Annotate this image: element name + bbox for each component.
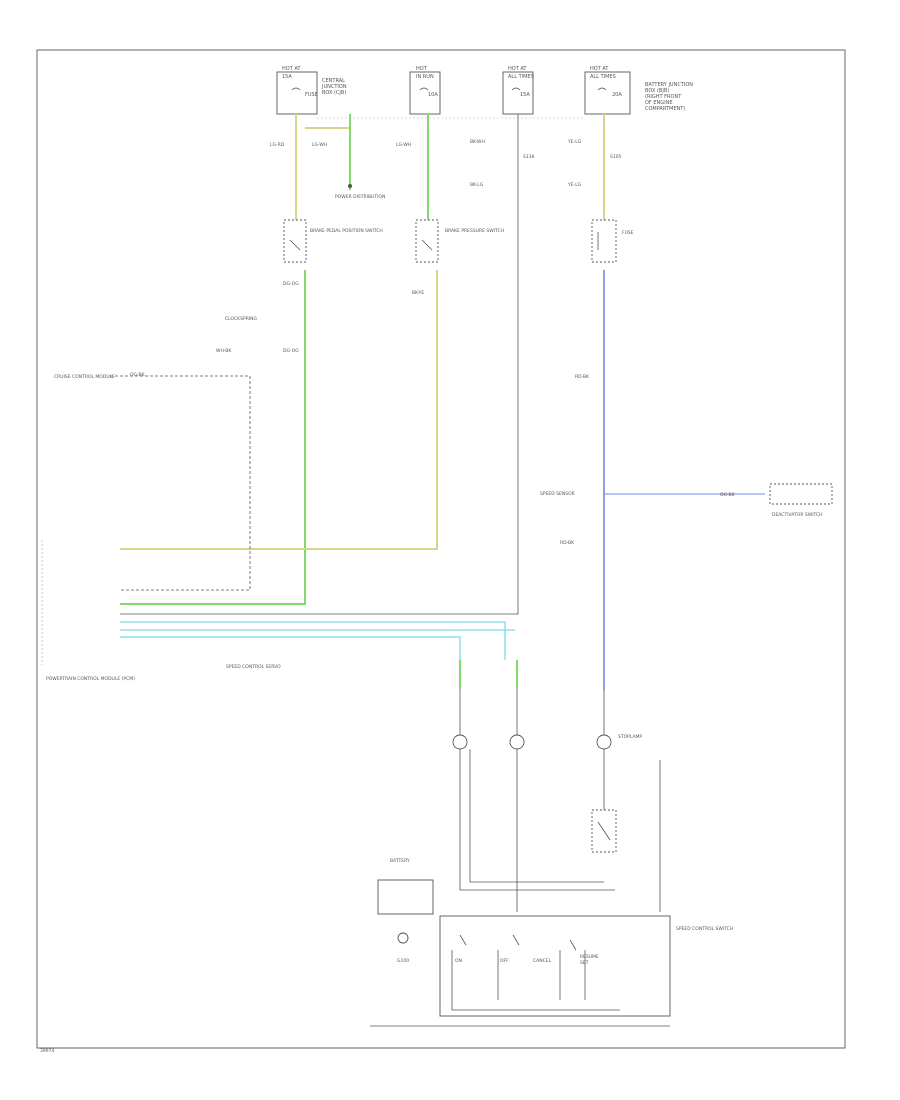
wire-cyan-1 — [120, 621, 506, 660]
connector-2 — [509, 690, 525, 912]
switch-resume-label: RESUME — [580, 954, 599, 960]
wire-label-wh-bk: WH-BK — [216, 348, 232, 354]
wire-label-rd-bk-2: RD-BK — [560, 540, 575, 546]
fuse-box-1-label-a: HOT AT — [282, 66, 301, 72]
wire-grey-1 — [120, 114, 519, 615]
fuse-box-4: HOT AT ALL TIMES 20A BATTERY JUNCTION BO… — [584, 66, 693, 115]
cruise-control-module-label: CRUISE CONTROL MODULE — [54, 374, 115, 380]
lower-relay — [591, 809, 617, 853]
brake-switch-1: BRAKE PEDAL POSITION SWITCH — [283, 219, 383, 263]
fuse-box-1: HOT AT 15A FUSE CENTRAL JUNCTION BOX (CJ… — [276, 66, 347, 115]
fuse-box-3-label-a: HOT AT — [508, 66, 527, 72]
wire-yellow-2 — [120, 270, 438, 550]
splice-label-2: S105 — [610, 154, 622, 160]
wire-label-dg-og-2: DG-OG — [283, 348, 299, 354]
wire-label-dg-og: DG-OG — [283, 281, 299, 287]
clockspring-label: CLOCKSPRING — [225, 316, 258, 322]
wire-label-lg-wh: LG-WH — [312, 142, 327, 148]
wire-label-ye-lg: YE-LG — [567, 139, 582, 145]
wire-label-rd-bk: RD-BK — [575, 374, 590, 380]
speed-sensor-label: SPEED SENSOR — [540, 491, 575, 497]
connector-3: STOPLAMP — [596, 690, 642, 810]
wire-label-bk-ye: BK-YE — [412, 290, 424, 296]
pcm-label: POWERTRAIN CONTROL MODULE (PCM) — [46, 676, 135, 682]
fuse-box-4-label-e: BOX (BJB) — [645, 88, 669, 94]
fuse-box-4-label-c: 20A — [612, 92, 622, 98]
connector-1 — [452, 690, 615, 891]
fuse-box-1-label-c: FUSE — [305, 92, 318, 98]
fuse-box-3-label-b: ALL TIMES — [508, 74, 534, 80]
fuse-relay-4-label: FUSE — [622, 230, 634, 236]
fuse-box-4-label-d: BATTERY JUNCTION — [645, 82, 693, 88]
wire-label-og-bk-2: OG-BK — [720, 492, 736, 498]
switch-on-label: ON — [455, 958, 462, 964]
switch-cancel-label: CANCEL — [533, 958, 552, 964]
fuse-box-3-label-c: 15A — [520, 92, 530, 98]
fuse-box-4-label-g: OF ENGINE — [645, 100, 673, 106]
wire-green-3 — [120, 270, 306, 605]
brake-switch-2-label: BRAKE PRESSURE SWITCH — [445, 228, 504, 234]
splice-label-1: S136 — [523, 154, 535, 160]
fuse-box-4-label-f: (RIGHT FRONT — [645, 94, 682, 100]
wire-label-ye-lg-2: YE-LG — [567, 182, 582, 188]
speed-control-switch-label: SPEED CONTROL SWITCH — [676, 926, 733, 932]
wire-cyan-3 — [120, 636, 461, 660]
servo-label: SPEED CONTROL SERVO — [226, 664, 281, 670]
fuse-box-2-label-c: 10A — [428, 92, 438, 98]
fuse-box-1-label-e: JUNCTION — [321, 84, 347, 90]
wire-label-lg-wh-2: LG-WH — [396, 142, 411, 148]
fuse-relay-4: FUSE — [591, 219, 634, 263]
fuse-box-4-label-h: COMPARTMENT) — [645, 106, 685, 112]
fuse-box-2-label-a: HOT — [416, 66, 428, 72]
diagram-frame — [36, 49, 846, 1049]
wire-grey-2 — [110, 375, 251, 591]
footer-code: 39974 — [40, 1048, 54, 1054]
fuse-box-4-label-b: ALL TIMES — [590, 74, 616, 80]
stoplamp-label: STOPLAMP — [618, 734, 642, 740]
fuse-box-2: HOT IN RUN 10A — [409, 66, 441, 115]
fuse-box-1-label-d: CENTRAL — [322, 78, 345, 84]
speed-control-switch: BATTERY G100 ON OFF CANCEL RESUME SET SP… — [370, 858, 733, 1027]
wire-label-bk-lg: BK-LG — [470, 182, 484, 188]
ground-label-1: G100 — [397, 958, 409, 964]
power-distribution-label: POWER DISTRIBUTION — [335, 194, 385, 200]
switch-set-label: SET — [580, 960, 589, 966]
wire-label-bk-wh: BK-WH — [470, 139, 485, 145]
fuse-box-4-label-a: HOT AT — [590, 66, 609, 72]
battery-label: BATTERY — [390, 858, 410, 864]
pcm-block: POWERTRAIN CONTROL MODULE (PCM) — [41, 540, 135, 682]
wire-label-og-bk: OG-BK — [130, 372, 146, 378]
wire-label-lg-rd: LG-RD — [270, 142, 285, 148]
fuse-box-3: HOT AT ALL TIMES 15A — [502, 66, 534, 115]
brake-switch-1-label: BRAKE PEDAL POSITION SWITCH — [310, 228, 383, 234]
fuse-box-1-label-f: BOX (CJB) — [322, 90, 346, 96]
fuse-box-1-label-b: 15A — [282, 74, 292, 80]
right-module: SPEED SENSOR DEACTIVATOR SWITCH — [540, 483, 833, 518]
deactivator-switch-label: DEACTIVATOR SWITCH — [772, 512, 823, 518]
brake-switch-2: BRAKE PRESSURE SWITCH — [415, 219, 504, 263]
switch-off-label: OFF — [500, 958, 509, 964]
fuse-box-2-label-b: IN RUN — [416, 74, 434, 80]
